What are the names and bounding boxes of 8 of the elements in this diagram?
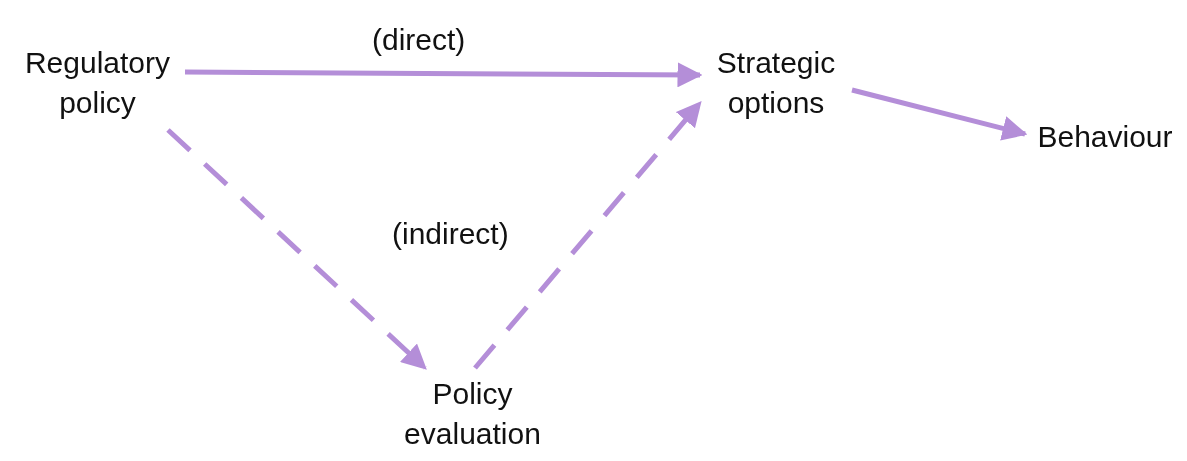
node-label: Regulatory policy [23,45,172,121]
arrow [185,62,703,88]
dashed-arrow [166,128,427,370]
arrow [851,87,1028,141]
node-label: Behaviour [1037,119,1173,155]
node-label: Policy evaluation [403,376,542,452]
node-label: Strategic options [715,45,837,121]
dashed-arrow [473,101,702,370]
